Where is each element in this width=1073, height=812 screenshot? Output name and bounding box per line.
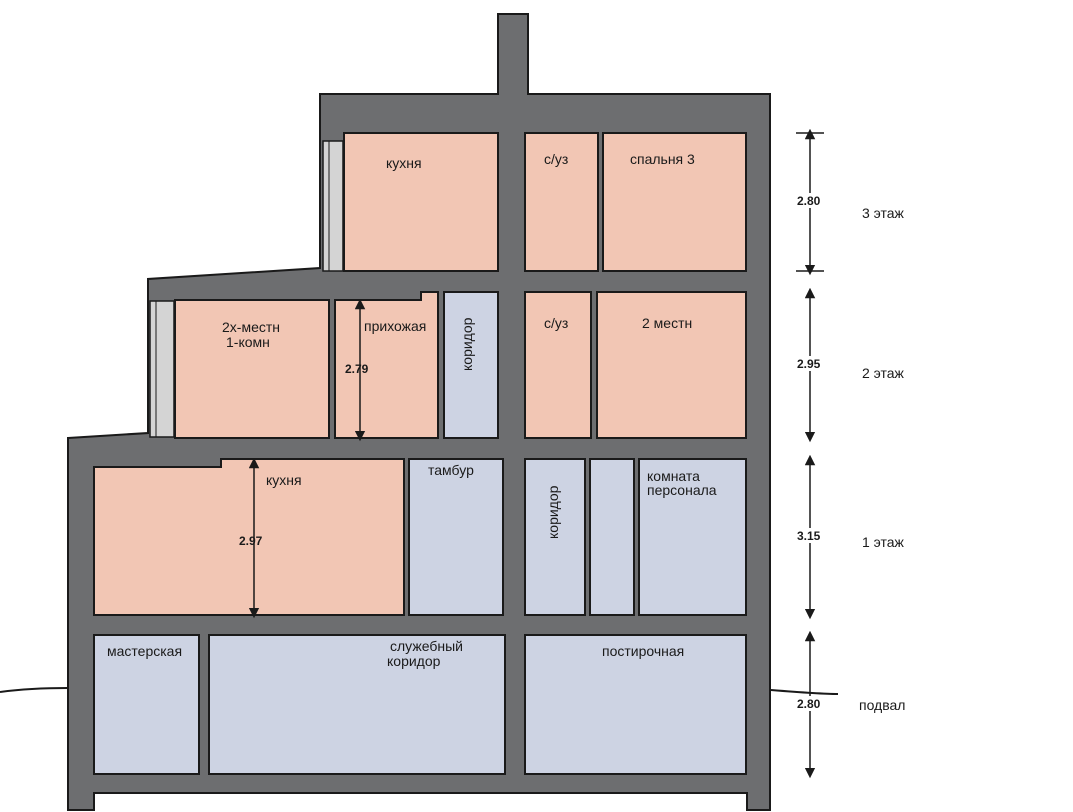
- label-corridor-floor1: коридор: [545, 485, 561, 539]
- floor-label-2: 2 этаж: [862, 365, 905, 381]
- room-kitchen-floor3: [343, 132, 499, 272]
- floor-label-1: 1 этаж: [862, 534, 905, 550]
- dim-bg-basement: [795, 696, 825, 711]
- dim-bg-floor3: [795, 193, 825, 208]
- room-service-corridor: [208, 634, 506, 775]
- label-kitchen-floor3: кухня: [386, 155, 422, 171]
- dim-hallway: 2.79: [345, 362, 369, 376]
- label-double-floor2: 2 местн: [642, 315, 692, 331]
- room-workshop: [93, 634, 200, 775]
- label-workshop: мастерская: [107, 643, 182, 659]
- dim-basement: 2.80: [797, 697, 821, 711]
- room-bath-floor2: [524, 291, 592, 439]
- room-laundry: [524, 634, 747, 775]
- room-double-floor2: [596, 291, 747, 439]
- label-double-1room-line2: 1-комн: [226, 334, 270, 350]
- dim-floor3: 2.80: [797, 194, 821, 208]
- room-shaft-floor1: [589, 458, 635, 616]
- dim-floor2: 2.95: [797, 357, 821, 371]
- dim-floor1: 3.15: [797, 529, 821, 543]
- label-service-corridor-line1: служебный: [390, 638, 463, 654]
- room-bath-floor3: [524, 132, 599, 272]
- label-vestibule: тамбур: [428, 462, 474, 478]
- label-corridor-floor2: коридор: [459, 317, 475, 371]
- dim-kitchen1: 2.97: [239, 534, 263, 548]
- label-staff-line1: комната: [647, 468, 700, 484]
- room-vestibule: [408, 458, 504, 616]
- label-laundry: постирочная: [602, 643, 684, 659]
- label-staff-line2: персонала: [647, 482, 717, 498]
- window-floor2: [149, 300, 175, 438]
- label-bedroom3: спальня 3: [630, 151, 695, 167]
- ground-line-left: [0, 687, 69, 693]
- label-kitchen-floor1: кухня: [266, 472, 302, 488]
- floor-label-basement: подвал: [859, 697, 905, 713]
- label-bath-floor3: с/уз: [544, 151, 568, 167]
- room-bedroom3: [602, 132, 747, 272]
- window-floor3: [322, 140, 344, 272]
- room-corridor-floor1: [524, 458, 586, 616]
- floor-label-3: 3 этаж: [862, 205, 905, 221]
- label-bath-floor2: с/уз: [544, 315, 568, 331]
- room-corridor-floor2: [443, 291, 499, 439]
- label-service-corridor-line2: коридор: [387, 653, 441, 669]
- room-double-1room: [174, 299, 330, 439]
- label-double-1room-line1: 2х-местн: [222, 319, 280, 335]
- dim-bg-floor1: [795, 528, 825, 543]
- room-staff: [638, 458, 747, 616]
- label-hallway: прихожая: [364, 318, 426, 334]
- dim-bg-floor2: [795, 356, 825, 371]
- ground-line-right: [770, 689, 839, 695]
